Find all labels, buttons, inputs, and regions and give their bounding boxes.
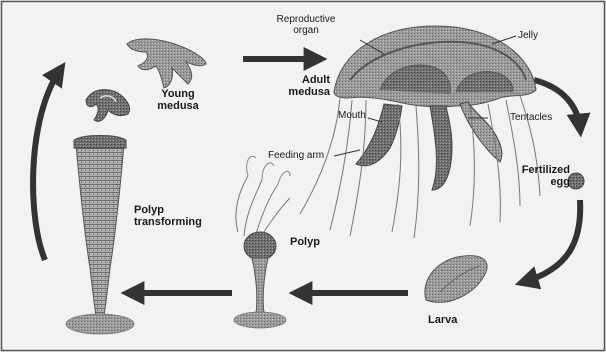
label-polyp-transforming: Polyp transforming	[134, 204, 202, 228]
label-fertilized-egg-line1: Fertilized	[514, 164, 570, 176]
label-young-medusa-line2: medusa	[152, 100, 204, 112]
label-young-medusa: Young medusa	[152, 88, 204, 112]
label-feeding-arm: Feeding arm	[268, 150, 324, 161]
label-reproductive-organ: Reproductive organ	[258, 14, 354, 36]
arrow-egg-to-larva	[524, 200, 580, 282]
polyp-illustration	[234, 156, 290, 328]
label-jelly: Jelly	[518, 30, 538, 41]
label-adult-medusa-line2: medusa	[278, 86, 330, 98]
label-polyp-transforming-line1: Polyp	[134, 204, 202, 216]
label-polyp: Polyp	[290, 236, 320, 248]
larva-illustration	[425, 256, 487, 303]
fertilized-egg-illustration	[568, 173, 584, 189]
label-adult-medusa-line1: Adult	[278, 74, 330, 86]
label-tentacles: Tentacles	[510, 112, 552, 123]
label-young-medusa-line1: Young	[152, 88, 204, 100]
adult-medusa-illustration	[300, 26, 540, 238]
label-polyp-transforming-line2: transforming	[134, 216, 202, 228]
arrow-transforming-to-young	[33, 70, 60, 260]
label-reproductive-organ-line1: Reproductive	[258, 14, 354, 25]
label-larva: Larva	[428, 314, 457, 326]
label-reproductive-organ-line2: organ	[258, 25, 354, 36]
polyp-transforming-illustration	[66, 136, 134, 335]
label-adult-medusa: Adult medusa	[278, 74, 330, 98]
label-mouth: Mouth	[338, 110, 366, 121]
tentacles-illustration	[300, 96, 540, 238]
label-fertilized-egg: Fertilized egg	[514, 164, 570, 188]
label-fertilized-egg-line2: egg	[514, 176, 570, 188]
